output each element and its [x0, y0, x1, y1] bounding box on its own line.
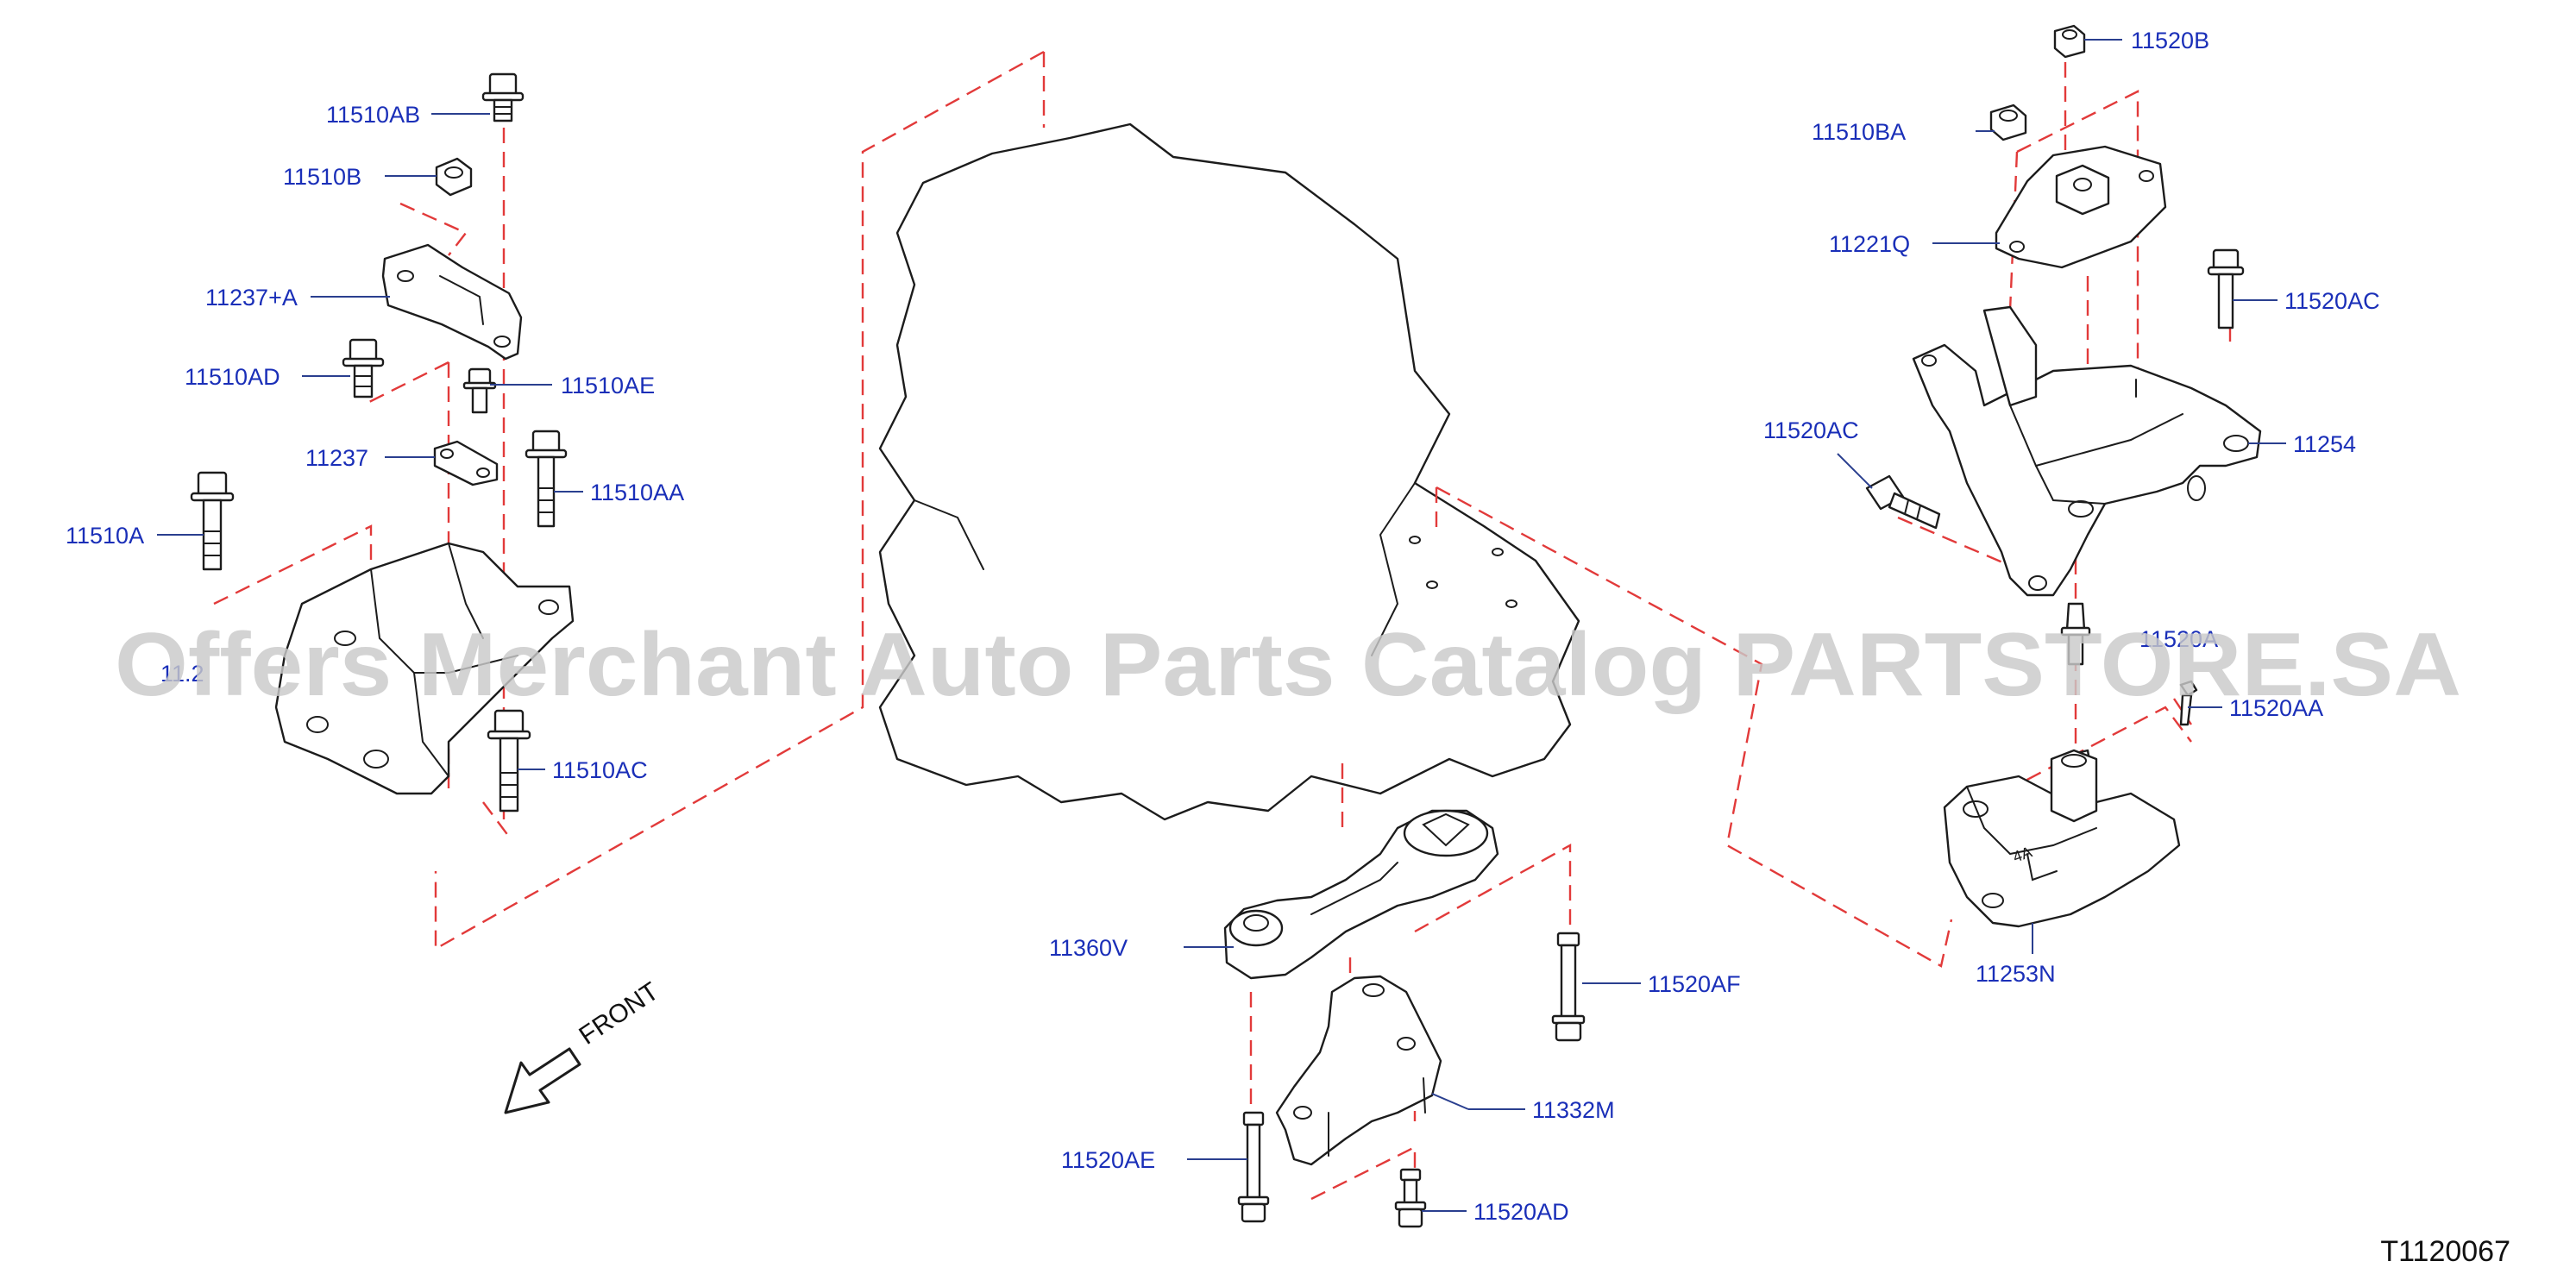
- callout-11510B[interactable]: 11510B: [283, 164, 361, 190]
- bolt-11520AF: [1551, 932, 1586, 1042]
- front-label: FRONT: [574, 977, 663, 1051]
- callout-11254[interactable]: 11254: [2293, 431, 2356, 457]
- nut-11510B: [435, 157, 473, 197]
- bolt-11510AE: [462, 367, 497, 414]
- nut-11510BA: [1989, 104, 2027, 141]
- bolt-11520AD: [1394, 1168, 1427, 1228]
- watermark-text: Offers Merchant Auto Parts Catalog PARTS…: [115, 615, 2461, 715]
- callout-labels: 11510AB 11510B 11237+A 11510AD 11510AE 1…: [66, 28, 2380, 1225]
- engine-outline: [878, 122, 1580, 821]
- torque-rod-assembly: [1223, 809, 1586, 1228]
- callout-11237A[interactable]: 11237+A: [205, 285, 298, 311]
- callout-1112[interactable]: 11.2: [160, 661, 204, 687]
- callout-11520B[interactable]: 11520B: [2131, 28, 2209, 53]
- mount-body-left: [274, 542, 575, 795]
- callout-11221Q[interactable]: 11221Q: [1829, 231, 1910, 257]
- plate-11237: [433, 440, 499, 486]
- bolt-11510AA: [525, 430, 568, 528]
- callout-11520A[interactable]: 11520A: [2139, 626, 2218, 652]
- bolt-11510AD: [342, 338, 385, 398]
- bolt-11520AC-lower: [1865, 474, 1941, 530]
- bolt-11510AB: [481, 72, 525, 122]
- callout-11520AD[interactable]: 11520AD: [1473, 1199, 1569, 1225]
- bolt-11520AE: [1237, 1111, 1270, 1223]
- front-arrow-icon: [504, 1047, 581, 1114]
- bracket-11332M: [1275, 975, 1442, 1166]
- callout-11510AB[interactable]: 11510AB: [326, 102, 420, 128]
- callout-11360V[interactable]: 11360V: [1049, 935, 1128, 961]
- callout-11520AA[interactable]: 11520AA: [2229, 695, 2323, 721]
- callout-11253N[interactable]: 11253N: [1976, 961, 2056, 987]
- bolt-11510A: [190, 471, 235, 571]
- callout-11520AC-left[interactable]: 11520AC: [1763, 417, 1859, 443]
- bracket-11237A: [381, 243, 523, 361]
- front-indicator: FRONT: [504, 977, 664, 1114]
- callout-11332M[interactable]: 11332M: [1532, 1097, 1615, 1123]
- callout-11510AE[interactable]: 11510AE: [561, 373, 655, 398]
- callout-11510AC[interactable]: 11510AC: [552, 757, 648, 783]
- bolt-11520AA: [2179, 680, 2198, 726]
- bracket-11254: [1912, 305, 2262, 597]
- callout-11510A[interactable]: 11510A: [66, 523, 144, 549]
- callout-11520AE[interactable]: 11520AE: [1061, 1147, 1155, 1173]
- leader-lines: [157, 39, 2286, 1212]
- mount-body-11253N: 4A: [1943, 749, 2181, 928]
- callout-11510AA[interactable]: 11510AA: [590, 480, 684, 505]
- callout-11520AF[interactable]: 11520AF: [1648, 971, 1741, 997]
- right-lower-mount-assembly: 4A: [1943, 680, 2198, 928]
- bracket-11221Q: [1995, 145, 2167, 269]
- bolt-11520A: [2060, 602, 2091, 666]
- callout-11510AD[interactable]: 11510AD: [185, 364, 280, 390]
- diagram-code: T1120067: [2380, 1235, 2510, 1268]
- callout-11237[interactable]: 11237: [305, 445, 368, 471]
- nut-11520B: [2053, 24, 2086, 59]
- callout-11510BA[interactable]: 11510BA: [1812, 119, 1906, 145]
- left-engine-mount-assembly: [190, 72, 575, 813]
- bolt-11520AC-upper: [2207, 248, 2245, 329]
- callout-11520AC-right[interactable]: 11520AC: [2284, 288, 2380, 314]
- torque-rod-11360V: [1223, 809, 1499, 980]
- right-upper-mount-assembly: [1865, 24, 2262, 666]
- bolt-11510AC: [487, 709, 531, 813]
